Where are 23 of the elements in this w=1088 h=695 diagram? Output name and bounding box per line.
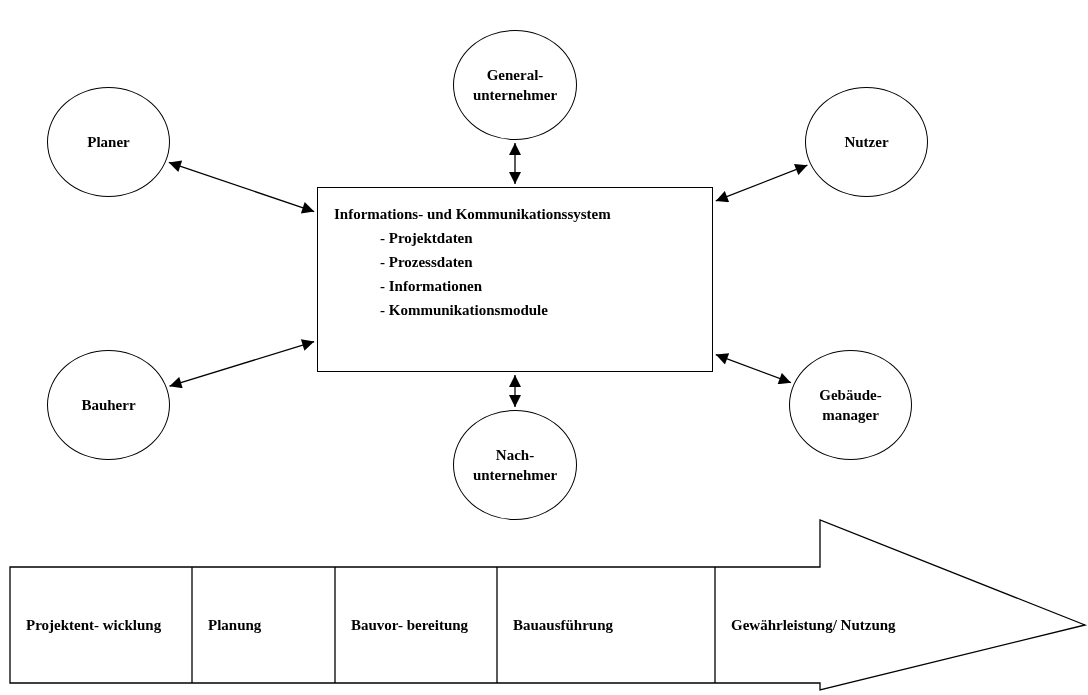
node-label: Planer xyxy=(86,132,131,152)
phase-label: Bauvor- bereitung xyxy=(351,615,469,635)
list-item: - Projektdaten xyxy=(379,229,474,248)
node-label: Nach- unternehmer xyxy=(471,445,559,485)
phase-label: Bauausführung xyxy=(513,615,614,635)
list-item: - Kommunikationsmodule xyxy=(379,301,549,320)
double-arrow xyxy=(168,339,315,389)
node-label: Gebäude- manager xyxy=(818,385,883,425)
double-arrow xyxy=(509,142,521,185)
phase-label: Gewährleistung/ Nutzung xyxy=(731,615,896,635)
phase-label: Planung xyxy=(208,615,262,635)
list-item: - Prozessdaten xyxy=(379,253,474,272)
double-arrow xyxy=(715,353,792,385)
double-arrow xyxy=(168,160,315,214)
system-title: Informations- und Kommunikationssystem xyxy=(334,205,612,224)
phase-label: Projektent- wicklung xyxy=(26,615,162,635)
list-item: - Informationen xyxy=(379,277,484,296)
system-box xyxy=(317,187,713,372)
double-arrow xyxy=(509,374,521,408)
double-arrow xyxy=(715,163,808,203)
node-label: General- unternehmer xyxy=(471,65,559,105)
node-label: Nutzer xyxy=(843,132,890,152)
node-label: Bauherr xyxy=(80,395,137,415)
